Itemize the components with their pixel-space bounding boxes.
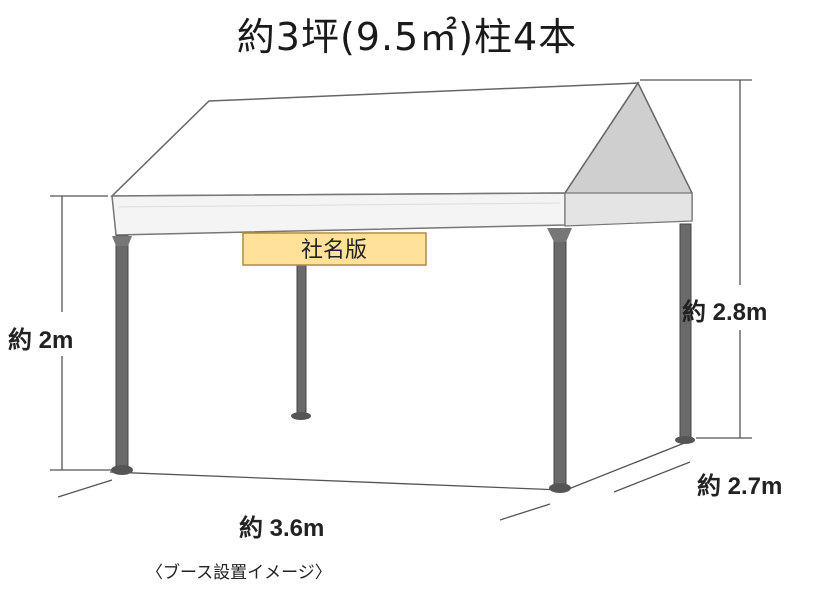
label-width: 約 3.6m [239, 515, 325, 542]
roof-valance [111, 192, 566, 236]
roof-top [110, 82, 640, 197]
pole-front-left [111, 235, 133, 475]
label-eave-height: 約 2m [8, 327, 74, 354]
page-title: 約3坪(9.5㎡)柱4本 [236, 15, 578, 59]
dimension-eave-height [50, 195, 112, 471]
pole-front-right [547, 228, 572, 493]
label-peak-height: 約 2.8m [682, 299, 768, 326]
dimension-width [57, 471, 563, 521]
roof-side-valance [564, 192, 693, 227]
caption: 〈ブース設置イメージ〉 [146, 563, 332, 583]
dimension-peak-height [640, 79, 752, 439]
sign-board: 社名版 [242, 232, 427, 266]
label-depth: 約 2.7m [697, 473, 783, 500]
pole-back-right [675, 223, 695, 444]
dimension-depth [565, 439, 693, 493]
sign-label: 社名版 [301, 238, 367, 263]
